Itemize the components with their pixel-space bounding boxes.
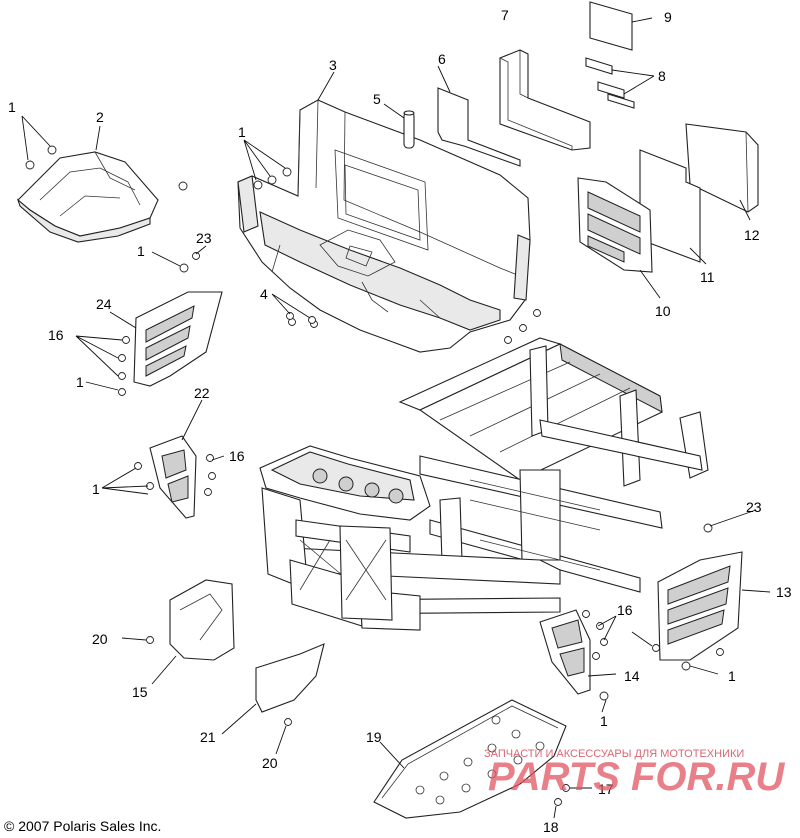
callout-23b: 23 bbox=[746, 499, 762, 515]
part-strips-8 bbox=[585, 57, 635, 109]
callout-1g: 1 bbox=[600, 713, 608, 729]
callout-1f: 1 bbox=[728, 668, 736, 684]
bolts-part-1g bbox=[582, 610, 609, 701]
callout-22: 22 bbox=[194, 385, 210, 401]
callout-11: 11 bbox=[700, 269, 715, 285]
bolts-part-1f bbox=[652, 523, 724, 671]
callout-6: 6 bbox=[438, 51, 446, 67]
callout-16b: 16 bbox=[229, 448, 245, 464]
bolts-part-1a bbox=[25, 145, 188, 191]
callout-10: 10 bbox=[655, 303, 671, 319]
copyright-notice: © 2007 Polaris Sales Inc. bbox=[4, 818, 162, 834]
part-right-bracket-14 bbox=[539, 609, 591, 695]
callout-21: 21 bbox=[200, 729, 216, 745]
callout-15: 15 bbox=[132, 684, 148, 700]
callout-20b: 20 bbox=[262, 755, 278, 771]
callout-labels: 1 2 3 1 5 6 7 9 8 1 23 4 24 16 1 12 11 1… bbox=[8, 7, 792, 835]
callout-14: 14 bbox=[624, 668, 640, 684]
part-pad-9 bbox=[589, 1, 633, 51]
callout-3: 3 bbox=[329, 57, 337, 73]
callout-1b: 1 bbox=[238, 124, 246, 140]
bolts-part-1d bbox=[118, 263, 189, 396]
part-left-panel-24 bbox=[133, 291, 223, 387]
callout-1e: 1 bbox=[92, 481, 100, 497]
callout-18: 18 bbox=[543, 819, 559, 835]
fasteners-20-23 bbox=[146, 252, 292, 726]
callout-5: 5 bbox=[373, 91, 381, 107]
watermark-tagline: ЗАПЧАСТИ И АКСЕССУАРЫ ДЛЯ МОТОТЕХНИКИ bbox=[484, 748, 744, 760]
callout-16a: 16 bbox=[48, 327, 64, 343]
callout-4: 4 bbox=[260, 286, 268, 302]
callout-8: 8 bbox=[658, 68, 666, 84]
callout-13: 13 bbox=[776, 584, 792, 600]
part-floor-plate-19 bbox=[373, 699, 567, 819]
callout-19: 19 bbox=[366, 729, 382, 745]
callout-24: 24 bbox=[96, 296, 112, 312]
part-left-bracket-22 bbox=[149, 435, 197, 519]
callout-9: 9 bbox=[664, 9, 672, 25]
part-main-frame bbox=[259, 337, 709, 631]
callout-20a: 20 bbox=[92, 631, 108, 647]
part-front-skid-guard bbox=[16, 151, 159, 243]
callout-1a: 1 bbox=[8, 99, 16, 115]
callout-23a: 23 bbox=[196, 230, 212, 246]
part-fender-15 bbox=[169, 579, 235, 661]
part-right-panel-13 bbox=[657, 551, 743, 661]
callout-12: 12 bbox=[744, 227, 760, 243]
bolts-part-1b bbox=[253, 167, 541, 344]
part-mudflap-21 bbox=[255, 643, 325, 713]
fasteners-17-18 bbox=[554, 784, 570, 806]
part-foam-strip-6 bbox=[437, 87, 521, 167]
leader-lines bbox=[21, 17, 771, 819]
callout-2: 2 bbox=[96, 109, 104, 125]
callout-7: 7 bbox=[501, 7, 509, 23]
callout-16c: 16 bbox=[617, 602, 633, 618]
watermark: ЗАПЧАСТИ И АКСЕССУАРЫ ДЛЯ МОТОТЕХНИКИ PA… bbox=[484, 748, 785, 799]
part-pin-5 bbox=[403, 110, 415, 149]
callout-1d: 1 bbox=[76, 374, 84, 390]
callout-17: 17 bbox=[598, 781, 614, 797]
part-block-7 bbox=[499, 49, 591, 151]
part-grille-10 bbox=[577, 177, 653, 273]
callout-1c: 1 bbox=[137, 243, 145, 259]
bolts-part-1e bbox=[134, 454, 216, 496]
part-rear-tub bbox=[237, 99, 531, 353]
watermark-logo: PARTS FOR.RU bbox=[488, 755, 785, 799]
bolts-part-4 bbox=[286, 312, 316, 324]
